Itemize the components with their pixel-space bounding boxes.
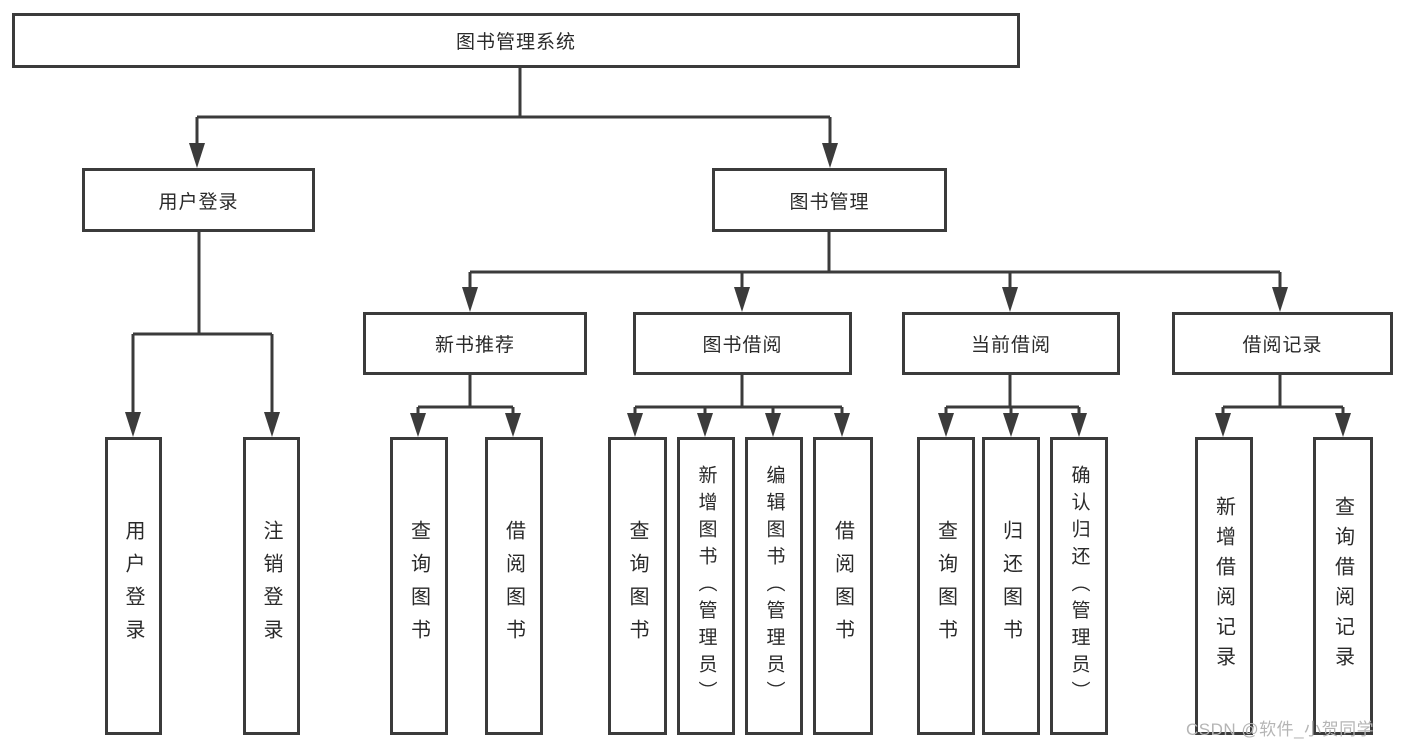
node-borrowing-records-label: 借阅记录 (1242, 335, 1323, 356)
leaf-borrow-add-books-admin-label: 新增图书（管理员） (695, 464, 717, 708)
node-book-borrowing-label: 图书借阅 (702, 335, 783, 356)
node-book-management-label: 图书管理 (789, 191, 870, 213)
leaf-user-login: 用户登录 (105, 437, 162, 735)
node-book-borrowing: 图书借阅 (633, 312, 852, 375)
leaf-current-return-books: 归还图书 (982, 437, 1040, 735)
leaf-records-query-record-label: 查询借阅记录 (1331, 496, 1354, 676)
node-book-management: 图书管理 (712, 168, 947, 232)
leaf-records-add-record-label: 新增借阅记录 (1212, 496, 1235, 676)
leaf-newbook-borrow-books-label: 借阅图书 (502, 520, 525, 652)
node-root-label: 图书管理系统 (455, 32, 576, 53)
leaf-borrow-borrow-books: 借阅图书 (813, 437, 873, 735)
leaf-current-return-books-label: 归还图书 (999, 520, 1022, 652)
leaf-newbook-borrow-books: 借阅图书 (485, 437, 543, 735)
node-current-borrowing-label: 当前借阅 (970, 335, 1051, 356)
node-borrowing-records: 借阅记录 (1172, 312, 1393, 375)
leaf-records-add-record: 新增借阅记录 (1195, 437, 1253, 735)
node-new-book-recommend: 新书推荐 (363, 312, 587, 375)
leaf-logout-label: 注销登录 (260, 520, 282, 652)
leaf-current-query-books-label: 查询图书 (934, 520, 957, 652)
leaf-borrow-add-books-admin: 新增图书（管理员） (677, 437, 735, 735)
csdn-watermark: CSDN @软件_小贺同学 (1186, 720, 1375, 739)
leaf-current-confirm-return-admin-label: 确认归还（管理员） (1068, 464, 1090, 708)
leaf-newbook-query-books-label: 查询图书 (407, 520, 430, 652)
leaf-logout: 注销登录 (243, 437, 300, 735)
node-current-borrowing: 当前借阅 (902, 312, 1120, 375)
leaf-borrow-borrow-books-label: 借阅图书 (831, 520, 854, 652)
leaf-current-confirm-return-admin: 确认归还（管理员） (1050, 437, 1108, 735)
node-user-login: 用户登录 (82, 168, 315, 232)
leaf-borrow-edit-books-admin-label: 编辑图书（管理员） (763, 464, 785, 708)
node-new-book-recommend-label: 新书推荐 (434, 335, 515, 356)
leaf-borrow-query-books-label: 查询图书 (626, 520, 648, 652)
leaf-newbook-query-books: 查询图书 (390, 437, 448, 735)
node-root: 图书管理系统 (12, 13, 1020, 68)
leaf-borrow-edit-books-admin: 编辑图书（管理员） (745, 437, 803, 735)
leaf-borrow-query-books: 查询图书 (608, 437, 667, 735)
node-user-login-label: 用户登录 (158, 191, 239, 213)
leaf-current-query-books: 查询图书 (917, 437, 975, 735)
leaf-records-query-record: 查询借阅记录 (1313, 437, 1373, 735)
leaf-user-login-label: 用户登录 (122, 520, 144, 652)
